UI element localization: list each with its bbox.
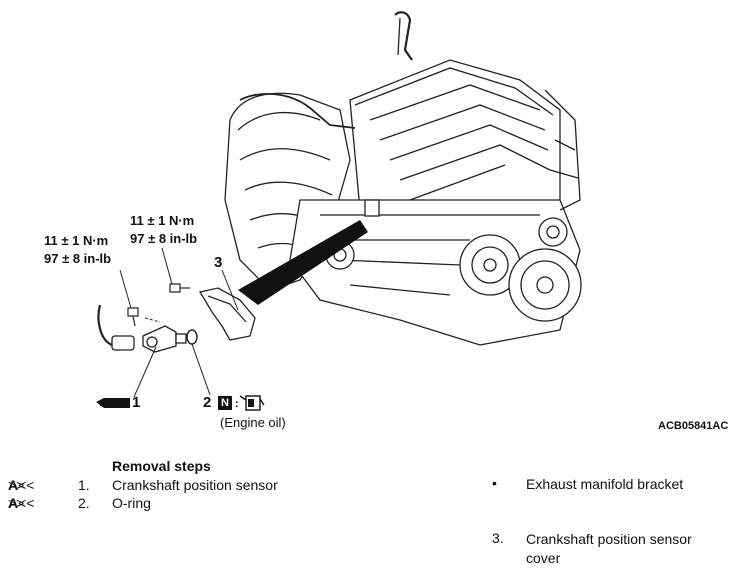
bullet-marker: • [492, 475, 497, 491]
ref-prefix: >> [8, 495, 25, 511]
step-text: Crankshaft position sensor [112, 477, 278, 493]
step-reference: >>A<< [8, 495, 34, 511]
removal-item-text: Crankshaft position sensor cover [526, 531, 692, 566]
engine-oil-note: (Engine oil) [220, 415, 286, 430]
ref-prefix: >> [8, 477, 25, 493]
removal-steps-title: Removal steps [112, 458, 211, 474]
detail-pointer [238, 220, 368, 305]
step-number: 2. [78, 495, 90, 511]
step-number: 3. [492, 530, 504, 546]
callout-2: 2 [203, 394, 212, 411]
torque-spec-upper: 11 ± 1 N·m 97 ± 8 in-lb [130, 212, 197, 248]
sensor-cover [198, 287, 256, 341]
new-part-icon: N [218, 396, 232, 410]
figure-id: ACB05841AC [658, 420, 729, 432]
bolt-left [127, 307, 139, 327]
new-part-mark: N [221, 397, 229, 409]
new-part-dots: : [235, 398, 239, 410]
ref-letter: A [8, 477, 19, 493]
engine-diagram [96, 11, 582, 411]
ref-suffix: << [18, 477, 35, 493]
o-ring [186, 329, 198, 345]
ref-letter: A [8, 495, 19, 511]
torque-metric: 11 ± 1 N·m [130, 213, 195, 228]
torque-imperial: 97 ± 8 in-lb [130, 231, 198, 246]
callout-1: 1 [132, 394, 141, 411]
removal-item-text: Exhaust manifold bracket [526, 476, 684, 492]
torque-spec-lower: 11 ± 1 N·m 97 ± 8 in-lb [44, 232, 111, 268]
engine-illustration [224, 11, 582, 346]
step-reference: >>A<< [8, 477, 34, 493]
ref-suffix: << [18, 495, 35, 511]
crankshaft-position-sensor [97, 304, 187, 353]
step-number: 1. [78, 477, 90, 493]
step-text: O-ring [112, 495, 151, 511]
sealant-tube-icon [96, 398, 130, 408]
torque-metric: 11 ± 1 N·m [44, 233, 109, 248]
callout-3: 3 [214, 254, 223, 271]
bolt-right [169, 283, 190, 293]
oil-can-icon [239, 395, 265, 411]
torque-imperial: 97 ± 8 in-lb [44, 251, 112, 266]
